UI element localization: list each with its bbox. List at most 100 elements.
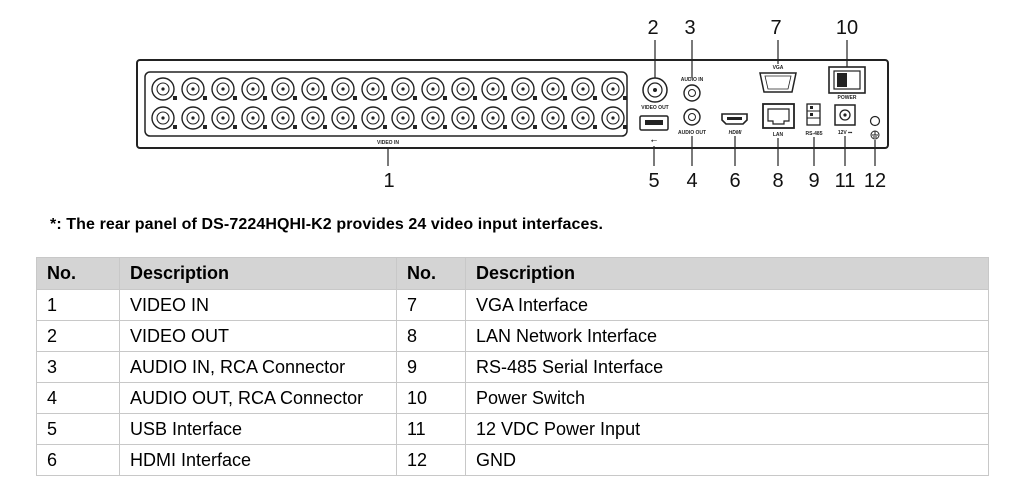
cell-no: 5	[36, 413, 120, 445]
header-no-2: No.	[396, 257, 466, 290]
video-in-label: VIDEO IN	[377, 140, 399, 146]
callout-7: 7	[770, 17, 781, 39]
cell-description: Power Switch	[465, 382, 989, 414]
lan-port	[762, 103, 795, 129]
hdmi-port	[721, 113, 748, 125]
usb-icon: ⭠	[651, 136, 658, 145]
table-row: 3 AUDIO IN, RCA Connector 9 RS-485 Seria…	[36, 351, 989, 383]
bnc-connector	[421, 77, 447, 101]
power-label: POWER	[838, 95, 857, 101]
bnc-connector	[181, 106, 207, 130]
bnc-connector	[541, 106, 567, 130]
bnc-connector	[451, 77, 477, 101]
cell-description: 12 VDC Power Input	[465, 413, 989, 445]
lan-label: LAN	[773, 132, 784, 138]
callout-8: 8	[772, 170, 783, 192]
callout-11: 11	[835, 170, 856, 192]
rs485-terminal	[806, 103, 821, 126]
bnc-connector	[271, 77, 297, 101]
bnc-connector	[511, 77, 537, 101]
bnc-connector	[301, 106, 327, 130]
bnc-connector	[541, 77, 567, 101]
bnc-connector	[601, 77, 627, 101]
bnc-connector	[571, 106, 597, 130]
cell-no: 1	[36, 289, 120, 321]
cell-description: HDMI Interface	[119, 444, 397, 476]
bnc-connector	[301, 77, 327, 101]
callout-3: 3	[684, 17, 695, 39]
vga-label: VGA	[773, 65, 784, 71]
bnc-connector	[391, 77, 417, 101]
header-no-1: No.	[36, 257, 120, 290]
bnc-connector	[481, 106, 507, 130]
cell-description: AUDIO OUT, RCA Connector	[119, 382, 397, 414]
cell-no: 8	[396, 320, 466, 352]
cell-description: RS-485 Serial Interface	[465, 351, 989, 383]
hdmi-label: HDMI	[729, 130, 742, 136]
bnc-connector	[331, 106, 357, 130]
cell-no: 6	[36, 444, 120, 476]
table-row: 6 HDMI Interface 12 GND	[36, 444, 989, 476]
callout-4: 4	[686, 170, 697, 192]
table-header-row: No. Description No. Description	[36, 257, 989, 290]
dc-power-jack	[834, 104, 856, 126]
bnc-group-frame	[144, 71, 628, 137]
bnc-connector	[451, 106, 477, 130]
bnc-connector	[421, 106, 447, 130]
cell-description: VIDEO OUT	[119, 320, 397, 352]
cell-description: USB Interface	[119, 413, 397, 445]
header-description-2: Description	[465, 257, 989, 290]
video-out-label: VIDEO OUT	[641, 105, 669, 111]
cell-no: 9	[396, 351, 466, 383]
rear-panel-diagram: VIDEO IN VIDEO OUT AUDIO IN AUDIO OUT ⭠ …	[136, 17, 889, 192]
callout-5: 5	[648, 170, 659, 192]
audio-in-label: AUDIO IN	[681, 77, 704, 83]
rs485-label: RS-485	[806, 131, 823, 137]
table-row: 1 VIDEO IN 7 VGA Interface	[36, 289, 989, 321]
callout-6: 6	[729, 170, 740, 192]
bnc-connector	[391, 106, 417, 130]
callout-12: 12	[864, 170, 886, 192]
cell-no: 4	[36, 382, 120, 414]
bnc-connector	[241, 77, 267, 101]
cell-no: 12	[396, 444, 466, 476]
bnc-connector-group	[151, 77, 627, 130]
callout-9: 9	[808, 170, 819, 192]
table-row: 2 VIDEO OUT 8 LAN Network Interface	[36, 320, 989, 352]
cell-no: 10	[396, 382, 466, 414]
callout-2: 2	[647, 17, 658, 39]
dc-label: 12V ⎓	[838, 130, 852, 136]
cell-no: 2	[36, 320, 120, 352]
cell-description: VIDEO IN	[119, 289, 397, 321]
video-out-connector	[642, 77, 668, 103]
header-description-1: Description	[119, 257, 397, 290]
cell-no: 11	[396, 413, 466, 445]
audio-in-connector	[683, 84, 701, 102]
bnc-connector	[511, 106, 537, 130]
bnc-connector	[271, 106, 297, 130]
bnc-connector	[181, 77, 207, 101]
cell-description: GND	[465, 444, 989, 476]
vga-port	[759, 72, 797, 93]
bnc-connector	[331, 77, 357, 101]
cell-description: AUDIO IN, RCA Connector	[119, 351, 397, 383]
gnd-screw	[869, 115, 881, 127]
cell-no: 7	[396, 289, 466, 321]
bnc-connector	[481, 77, 507, 101]
usb-port	[639, 115, 669, 131]
bnc-connector	[211, 106, 237, 130]
table-row: 5 USB Interface 11 12 VDC Power Input	[36, 413, 989, 445]
bnc-connector	[211, 77, 237, 101]
cell-no: 3	[36, 351, 120, 383]
bnc-connector	[361, 77, 387, 101]
bnc-connector	[571, 77, 597, 101]
audio-out-label: AUDIO OUT	[678, 130, 706, 136]
bnc-connector	[151, 77, 177, 101]
bnc-connector	[151, 106, 177, 130]
callout-lines	[387, 40, 876, 166]
panel-note: *: The rear panel of DS-7224HQHI-K2 prov…	[50, 216, 604, 233]
audio-out-connector	[683, 108, 701, 126]
cell-description: LAN Network Interface	[465, 320, 989, 352]
callout-10: 10	[836, 17, 858, 39]
bnc-connector	[601, 106, 627, 130]
